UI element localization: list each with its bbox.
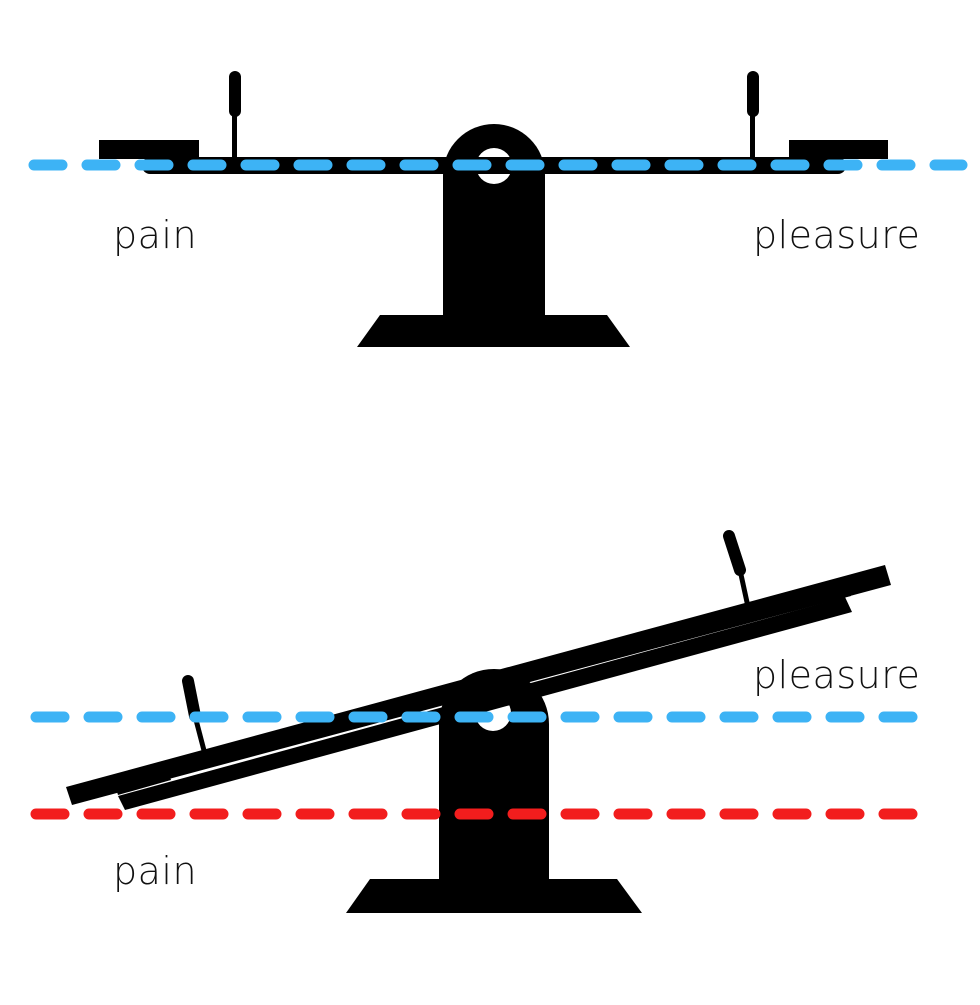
tilted-seesaw-right-handle (723, 530, 753, 617)
balanced-pain-label: pain (113, 213, 198, 257)
tilted-pain-label: pain (113, 849, 198, 893)
balanced-seesaw-left-handle (229, 71, 241, 159)
tilted-seesaw-upper-rail (66, 565, 891, 805)
tilted-seesaw (30, 530, 942, 913)
balanced-seesaw-left-seat (99, 140, 199, 159)
tilted-pleasure-label: pleasure (753, 653, 921, 697)
tilted-seesaw-left-handle (182, 675, 210, 763)
balanced-pleasure-label: pleasure (753, 213, 921, 257)
tilted-seesaw-right-seat (785, 578, 851, 612)
balanced-seesaw-right-handle (747, 71, 759, 159)
tilted-seesaw-left-seat (113, 764, 171, 795)
tilted-seesaw-base (346, 879, 642, 913)
tilted-seesaw-lower-rail (118, 597, 852, 810)
balanced-seesaw-right-seat (789, 140, 888, 159)
balanced-seesaw-base (357, 315, 630, 347)
balanced-seesaw (28, 71, 968, 347)
